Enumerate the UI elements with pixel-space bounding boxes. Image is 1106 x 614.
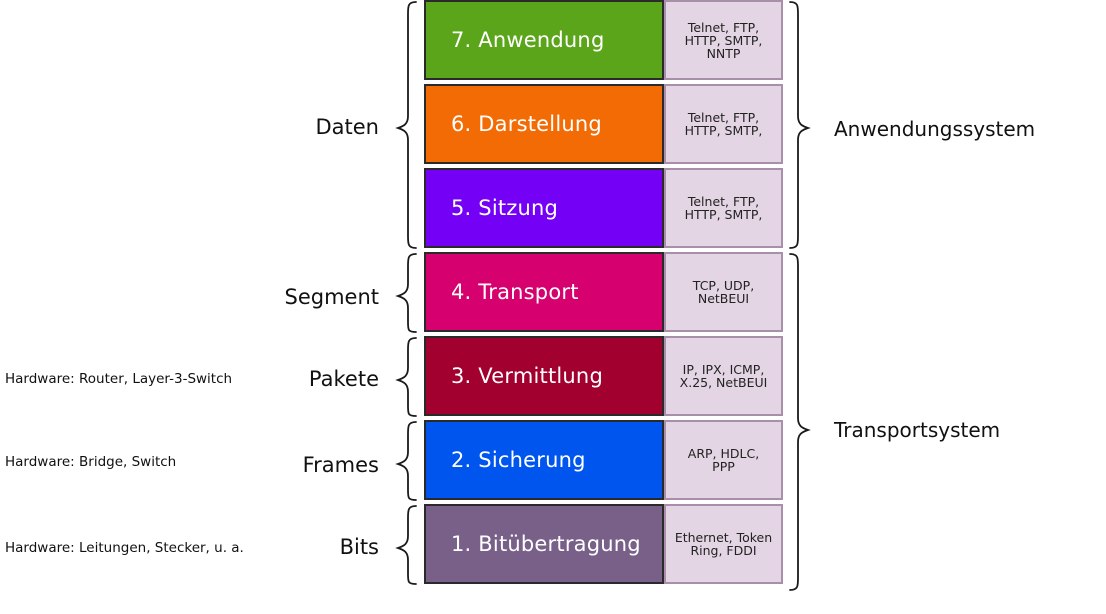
pdu-label-daten: Daten	[315, 115, 379, 139]
layer-4-protocols: TCP, UDP, NetBEUI	[664, 252, 783, 332]
layer-2-box: 2. Sicherung	[424, 420, 664, 500]
layer-3-box: 3. Vermittlung	[424, 336, 664, 416]
layer-3-protocols: IP, IPX, ICMP, X.25, NetBEUI	[664, 336, 783, 416]
layer-4-box: 4. Transport	[424, 252, 664, 332]
system-label-transport: Transportsystem	[834, 418, 1001, 442]
layer-6-protocols: Telnet, FTP, HTTP, SMTP,	[664, 84, 783, 164]
pdu-label-pakete: Pakete	[308, 367, 379, 391]
layer-5-box: 5. Sitzung	[424, 168, 664, 248]
layer-5-protocols: Telnet, FTP, HTTP, SMTP,	[664, 168, 783, 248]
layer-1-box: 1. Bitübertragung	[424, 504, 664, 584]
hardware-note-router: Hardware: Router, Layer-3-Switch	[5, 371, 233, 387]
brace-frames	[395, 421, 417, 501]
pdu-label-bits: Bits	[339, 535, 379, 559]
brace-daten	[395, 1, 417, 249]
layer-7-protocols: Telnet, FTP, HTTP, SMTP, NNTP	[664, 0, 783, 80]
hardware-note-cables: Hardware: Leitungen, Stecker, u. a.	[5, 540, 244, 556]
brace-transport-system	[789, 253, 811, 591]
pdu-label-segment: Segment	[284, 285, 380, 309]
system-label-application: Anwendungssystem	[834, 117, 1036, 141]
pdu-label-frames: Frames	[302, 453, 379, 477]
layer-2-protocols: ARP, HDLC, PPP	[664, 420, 783, 500]
brace-segment	[395, 253, 417, 333]
layer-7-box: 7. Anwendung	[424, 0, 664, 80]
brace-pakete	[395, 337, 417, 417]
layer-1-protocols: Ethernet, Token Ring, FDDI	[664, 504, 783, 584]
brace-bits	[395, 505, 417, 585]
brace-application-system	[789, 1, 811, 249]
layer-6-box: 6. Darstellung	[424, 84, 664, 164]
hardware-note-bridge: Hardware: Bridge, Switch	[5, 454, 177, 470]
